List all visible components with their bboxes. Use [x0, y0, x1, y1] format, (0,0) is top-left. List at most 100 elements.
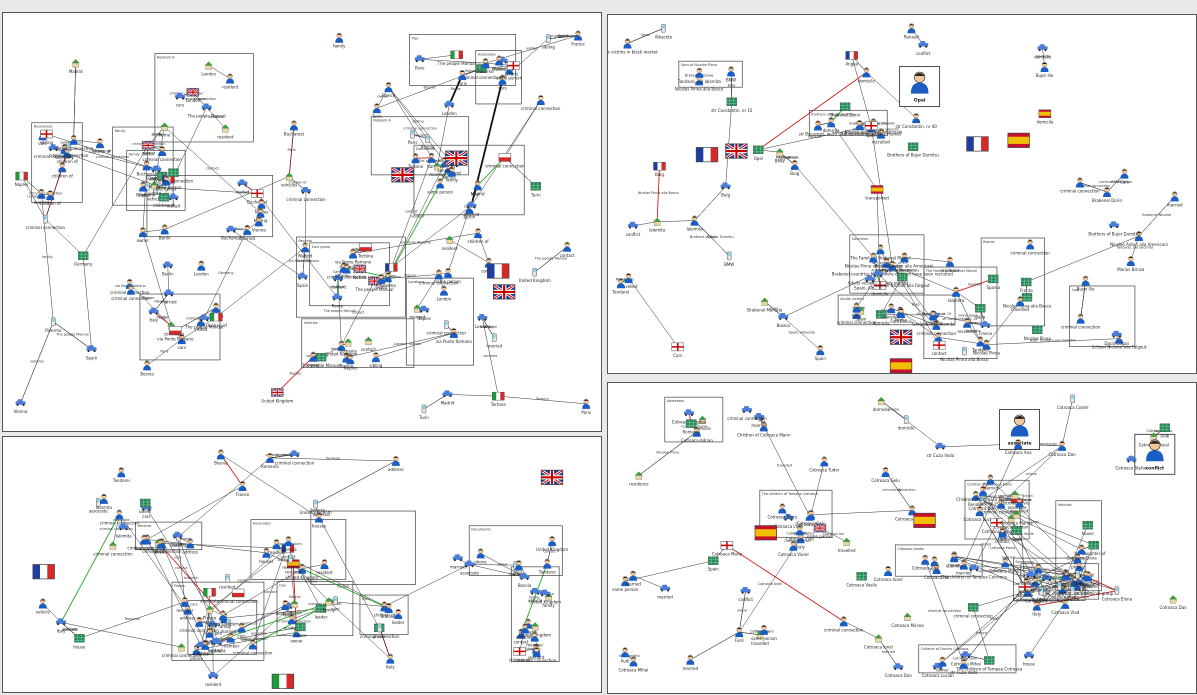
link-label: vehicles: [346, 266, 360, 270]
link-line: [205, 609, 211, 645]
node-label: leader: [315, 614, 328, 619]
person-icon: [226, 632, 235, 643]
link-line: [215, 600, 336, 643]
country-flag: [966, 136, 989, 152]
link-line: [447, 394, 499, 397]
node-label: address: [197, 651, 213, 656]
person-icon: [237, 622, 246, 633]
node-label: resident: [316, 570, 333, 575]
node-label: Italy: [57, 628, 66, 633]
link-label: criminal connection: [99, 527, 132, 531]
node-label: children of: [1021, 581, 1043, 586]
link-label: Cotroaca Maria: [1147, 429, 1173, 433]
person-icon: [211, 302, 220, 313]
group-frame-title: Adults victims: [840, 297, 864, 301]
link-line: [934, 314, 986, 326]
link-label: Bucharest: [480, 325, 498, 329]
person-icon: [975, 506, 984, 517]
node-label: domicile: [873, 407, 890, 412]
node-label: family: [333, 44, 346, 49]
leader-label: conflict: [1146, 465, 1166, 471]
country-flag: [889, 358, 913, 373]
node-label: Audi: [1055, 592, 1064, 597]
person-icon: [971, 490, 980, 501]
group-frame: [139, 293, 221, 361]
person-icon: [272, 539, 281, 550]
group-frame-title: Family: [129, 152, 140, 156]
node-label: Cotroaca Ionel: [874, 577, 903, 582]
node-label: same person: [612, 587, 638, 592]
node-label: Cotroaca Lucian: [964, 517, 997, 522]
map-icon: [74, 634, 85, 643]
node-label: criminal connection: [162, 653, 202, 658]
node-label: residence: [957, 329, 977, 334]
node-label: same person: [435, 279, 461, 284]
house-icon: [221, 124, 230, 133]
link-line: [209, 548, 289, 610]
person-icon: [219, 610, 228, 621]
car-icon: [15, 399, 26, 407]
node-label: contact: [208, 648, 223, 653]
node-label: Ford Focus: [890, 319, 911, 324]
person-icon: [887, 303, 896, 314]
link-line: [477, 157, 506, 186]
link-label: associate: [251, 632, 267, 636]
person-icon: [897, 308, 906, 318]
link-line: [220, 454, 320, 518]
car-icon: [530, 587, 541, 595]
node-label: Cotroaca Ana: [912, 566, 939, 571]
link-label: married: [1002, 555, 1015, 559]
flag-icon: [444, 149, 468, 167]
node-label: Ialomita: [96, 505, 113, 510]
car-icon: [1023, 651, 1034, 659]
person-icon: [616, 278, 625, 289]
link-label: family: [529, 596, 539, 600]
node-label: owner: [204, 639, 217, 644]
node-label: Ford: [1037, 597, 1046, 602]
link-line: [878, 638, 899, 668]
flag-icon: [864, 121, 878, 130]
node-label: Ialomita: [649, 228, 666, 233]
link-line: [196, 632, 297, 651]
node-label: resident: [205, 682, 222, 687]
link-label: contact: [352, 310, 365, 314]
node-label: criminal connection: [485, 163, 525, 168]
node-label: married: [983, 485, 999, 490]
link-line: [625, 560, 714, 582]
node-label: Tandarei: [1080, 584, 1098, 589]
node-label: Turin: [418, 415, 429, 420]
phone-icon: [532, 267, 537, 277]
node-label: house: [152, 549, 165, 554]
node-label: house: [1023, 662, 1036, 667]
link-label: domicile: [1036, 55, 1050, 59]
link-line: [112, 514, 120, 546]
node-label: married: [625, 582, 641, 587]
node-label: Cotroaca Mihai: [951, 661, 981, 666]
link-line: [222, 568, 303, 616]
link-line: [384, 564, 470, 607]
node-label: criminal connection: [154, 179, 194, 184]
node-label: Bujor Ilie: [1036, 73, 1054, 78]
link-line: [851, 55, 872, 128]
node-label: criminal connection: [26, 225, 66, 230]
person-icon: [335, 32, 344, 43]
link-label: Cotroaca Petru: [1064, 595, 1089, 599]
node-label: via Ponte Romano: [157, 337, 194, 342]
phone-icon: [51, 317, 56, 326]
group-frame: [370, 116, 470, 176]
link-label: Spain: [558, 34, 567, 38]
link-label: London: [27, 195, 39, 199]
house-icon: [842, 537, 851, 546]
car-icon: [754, 412, 765, 420]
house-icon: [1169, 595, 1178, 604]
phone-icon: [66, 142, 71, 152]
person-icon: [574, 30, 583, 41]
node-label: Vienna: [14, 409, 28, 414]
house-icon: [1011, 490, 1020, 499]
node-label: Italy: [427, 164, 436, 169]
link-line: [60, 514, 120, 623]
link-line: [60, 622, 182, 648]
link-line: [288, 125, 295, 177]
node-label: criminal connection: [127, 545, 167, 550]
person-icon: [126, 284, 135, 295]
